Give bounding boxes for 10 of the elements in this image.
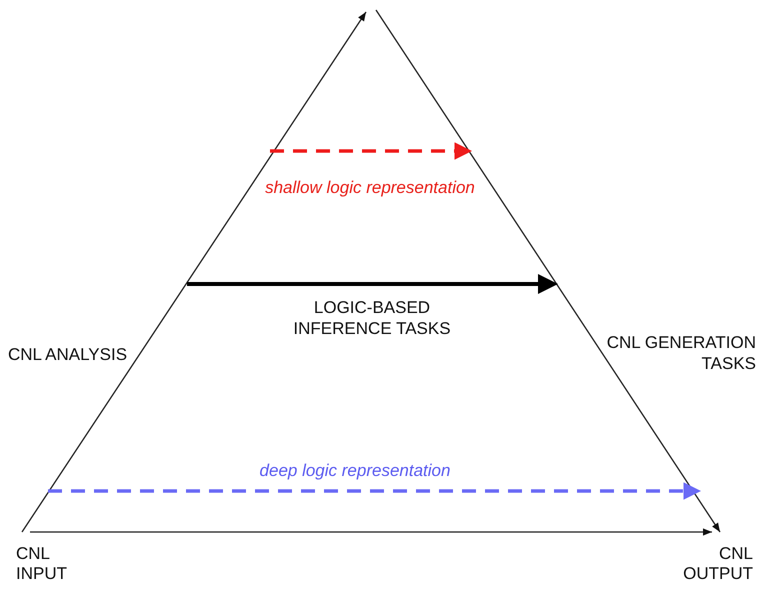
corner-label: CNL OUTPUT — [676, 532, 753, 588]
arrow-label: deep logic representation — [258, 460, 452, 481]
arrow-label: LOGIC-BASED INFERENCE TASKS — [292, 297, 452, 339]
arrow — [21, 12, 367, 532]
side-label: CNL ANALYSIS — [8, 344, 128, 365]
arrow-label: shallow logic representation — [264, 177, 476, 198]
corner-label: CNL INPUT — [16, 532, 92, 588]
arrow — [30, 528, 712, 536]
side-label: CNL GENERATION TASKS — [606, 332, 756, 374]
arrow — [375, 10, 721, 532]
